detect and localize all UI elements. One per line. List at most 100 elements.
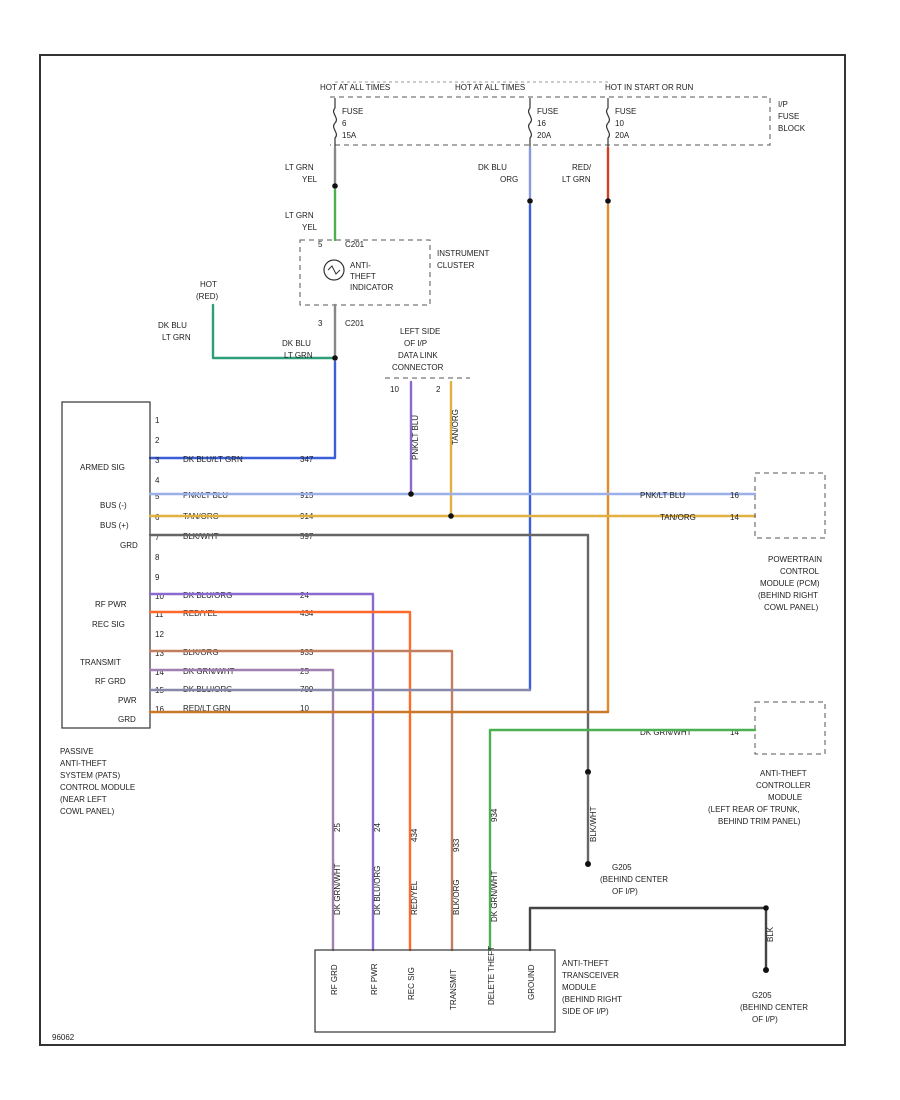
v-label-1-color: DK GRN/WHT [333, 863, 342, 915]
pats-signal-pwr: PWR [118, 696, 137, 705]
pats-pin-12: 12 [155, 630, 164, 639]
pats-wire-5-color: PNK/LT BLU [183, 491, 228, 500]
pats-wire-11-color: RED/YEL [183, 609, 218, 618]
pats-signal-grd-2: GRD [118, 715, 136, 724]
splice-bus-pos [448, 513, 454, 519]
transceiver-pin-4: TRANSMIT [449, 969, 458, 1010]
pats-signal-armed: ARMED SIG [80, 463, 125, 472]
cluster-pin-bottom: 3 [318, 319, 323, 328]
pats-outline [61, 401, 151, 729]
pcm-outline [754, 472, 826, 539]
pcm-label-1: POWERTRAIN [768, 555, 822, 564]
fuse3-wire-color-2: LT GRN [562, 175, 591, 184]
hot-label-1: HOT [200, 280, 217, 289]
transceiver-pin-6: GROUND [527, 964, 536, 1000]
transceiver-label-2: TRANSCEIVER [562, 971, 619, 980]
cluster-connector-top: C201 [345, 240, 365, 249]
pats-wire-5-circuit: 915 [300, 491, 314, 500]
fuse2-wire-color-1: DK BLU [478, 163, 507, 172]
pats-pin-1: 1 [155, 416, 160, 425]
dk-blu-lt-grn-b2: LT GRN [284, 351, 313, 360]
pats-wire-16-color: RED/LT GRN [183, 704, 231, 713]
v-label-2-color: DK BLU/ORG [373, 866, 382, 915]
pcm-label-3: MODULE (PCM) [760, 579, 820, 588]
cluster-connector-bottom: C201 [345, 319, 365, 328]
splice-fuse2 [527, 198, 533, 204]
pats-label-5: (NEAR LEFT [60, 795, 107, 804]
controller-label-1: ANTI-THEFT [760, 769, 807, 778]
pats-pin-8: 8 [155, 553, 160, 562]
transceiver-label-1: ANTI-THEFT [562, 959, 609, 968]
fuse3-wire-color-1: RED/ [572, 163, 592, 172]
cluster-label-1: INSTRUMENT [437, 249, 490, 258]
v-label-1-circuit: 25 [333, 823, 342, 832]
pats-pin-10: 10 [155, 592, 164, 601]
fuse1-wire-color-1b: YEL [302, 175, 318, 184]
data-link-connector: LEFT SIDE OF I/P DATA LINK CONNECTOR 10 … [385, 327, 470, 518]
pats-wire-3-color: DK BLU/LT GRN [183, 455, 243, 464]
dlc-label-1: LEFT SIDE [400, 327, 440, 336]
pats-signal-transmit: TRANSMIT [80, 658, 121, 667]
wire-armed-sig [148, 360, 337, 460]
pats-wire-13-color: BLK/ORG [183, 648, 219, 657]
wire-transceiver-ground [528, 906, 768, 970]
pats-wire-10-color: DK BLU/ORG [183, 591, 232, 600]
splice-ground-2 [763, 905, 769, 911]
hot-label-2: (RED) [196, 292, 219, 301]
fuse-3-name: FUSE [615, 107, 636, 116]
fuse-3-rating: 20A [615, 131, 630, 140]
v-label-3-circuit: 434 [410, 828, 419, 842]
pats-wire-14-circuit: 25 [300, 667, 309, 676]
pats-signal-rf-pwr: RF PWR [95, 600, 127, 609]
ground-1-label-1: G205 [612, 863, 632, 872]
wire-transmit [148, 649, 454, 952]
feed-label-3: HOT IN START OR RUN [605, 83, 694, 92]
controller-outline [754, 701, 826, 755]
pats-wire-16-circuit: 10 [300, 704, 309, 713]
pcm-pin-1: 16 [730, 491, 739, 500]
fuse1-wire-color-2b: YEL [302, 223, 318, 232]
diagram-frame [39, 54, 846, 1046]
wire-controller [488, 728, 757, 952]
ground-2-wire: BLK [766, 926, 775, 942]
transceiver-label-5: SIDE OF I/P) [562, 1007, 609, 1016]
dlc-wire-right: TAN/ORG [451, 409, 460, 445]
fuse2-wire-color-2: ORG [500, 175, 518, 184]
splice-cluster [332, 355, 338, 361]
v-label-4-circuit: 933 [452, 838, 461, 852]
controller-pin: 14 [730, 728, 739, 737]
feed-label-2: HOT AT ALL TIMES [455, 83, 525, 92]
dlc-label-4: CONNECTOR [392, 363, 444, 372]
fuse-block-label-1: I/P [778, 100, 788, 109]
instrument-cluster: 5 C201 ANTI- THEFT INDICATOR INSTRUMENT … [299, 239, 490, 328]
ground-1-label-2: (BEHIND CENTER [600, 875, 668, 884]
wire-rec-sig [148, 610, 412, 952]
anti-theft-controller: DK GRN/WHT 14 ANTI-THEFT CONTROLLER MODU… [488, 701, 826, 952]
fuse-3-symbol [605, 98, 611, 148]
wire-hot-teal [211, 303, 337, 360]
pats-wire-7-circuit: 597 [300, 532, 314, 541]
splice-bus-neg [408, 491, 414, 497]
fuse-block-label-2: FUSE [778, 112, 799, 121]
ground-1-symbol [585, 861, 591, 867]
splice-grd [585, 769, 591, 775]
transceiver-pin-2: RF PWR [370, 963, 379, 995]
fuse-block-outline [330, 96, 771, 146]
transceiver-label-3: MODULE [562, 983, 596, 992]
pats-signal-rf-grd: RF GRD [95, 677, 126, 686]
fuse-1-rating: 15A [342, 131, 357, 140]
v-label-5-circuit: 934 [490, 808, 499, 822]
fuse-2-number: 16 [537, 119, 546, 128]
ground-2-label-2: (BEHIND CENTER [740, 1003, 808, 1012]
dlc-pin-left: 10 [390, 385, 399, 394]
pats-pin-14: 14 [155, 668, 164, 677]
controller-label-3: MODULE [768, 793, 802, 802]
controller-wire: DK GRN/WHT [640, 728, 692, 737]
fuse-1-name: FUSE [342, 107, 363, 116]
pats-label-4: CONTROL MODULE [60, 783, 135, 792]
pats-signal-grd-1: GRD [120, 541, 138, 550]
fuse1-wire-color-1: LT GRN [285, 163, 314, 172]
pats-pin-16: 16 [155, 705, 164, 714]
wire-rf-grd [148, 668, 335, 952]
